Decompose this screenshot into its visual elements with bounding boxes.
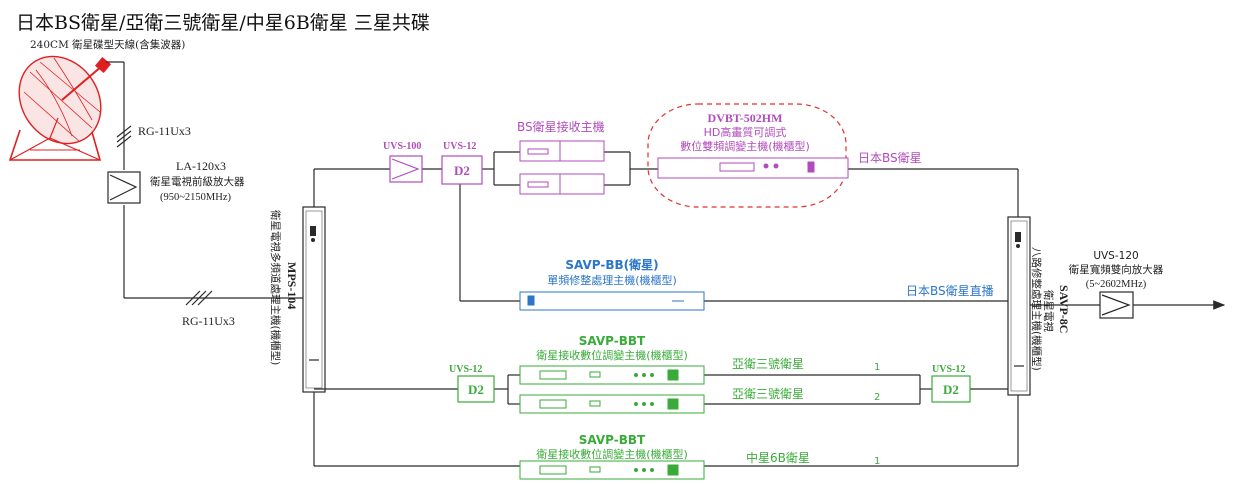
savp-bbt1-unit-2 (519, 394, 705, 414)
savp-bbt1-unit-1 (519, 365, 705, 385)
bs-out-label: 日本BS衛星 (858, 151, 922, 165)
d2-splitter-bbt-left (457, 375, 495, 403)
bbt2-ch-label: 中星6B衛星 (746, 450, 810, 465)
dvbt-highlight (647, 103, 847, 208)
preamp-amplifier-icon (107, 171, 141, 204)
savp-bbt2-unit (519, 460, 705, 480)
bs-receiver-unit-2 (519, 173, 605, 195)
savp-8c-desc-1: 衛星電視 (1042, 290, 1055, 332)
mps-model: MPS-104 (285, 262, 299, 309)
uvs-120-desc: 衛星寬頻雙向放大器 (1069, 263, 1164, 276)
dvbt-desc-2: 數位雙頻調變主機(機櫃型) (680, 139, 810, 153)
uvs-120-model: UVS-120 (1093, 250, 1138, 262)
preamp-desc: 衛星電視前級放大器 (150, 175, 245, 188)
uvs-100-amplifier-icon (389, 155, 423, 183)
savp-bb-out-label: 日本BS衛星直播 (906, 284, 994, 298)
dvbt-unit (657, 157, 849, 179)
dvbt-model: DVBT-502HM (708, 111, 783, 125)
uvs-120-amplifier-icon (1099, 291, 1134, 319)
bbt1-ch1-label: 亞衛三號衛星 (732, 357, 804, 371)
bs-receiver-label: BS衛星接收主機 (517, 119, 605, 134)
savp-8c-brand-logo-icon (1015, 232, 1021, 248)
cable-label-bottom: RG-11Ux3 (182, 314, 235, 328)
uvs-12-bbt-left-label: UVS-12 (449, 364, 482, 375)
dvbt-desc-1: HD高畫質可調式 (704, 125, 787, 139)
savp-bbt1-model: SAVP-BBT (579, 334, 646, 348)
savp-bb-unit (519, 291, 705, 311)
savp-8c-model: SAVP-8C (1057, 285, 1071, 333)
savp-bb-model: SAVP-BB(衛星) (565, 257, 658, 272)
mps-desc: 衛星電視多頻道處理主機(機櫃型) (269, 210, 282, 365)
d2-splitter-bs (441, 155, 483, 185)
d2-bbt-left-label: D2 (468, 382, 484, 397)
bs-receiver-unit-1 (519, 140, 605, 162)
savp-bbt2-desc: 衛星接收數位調變主機(機櫃型) (536, 447, 688, 461)
savp-8c-desc-2: 八路修整處理主機(機櫃型) (1030, 247, 1043, 371)
d2-splitter-bbt-right (931, 375, 971, 403)
savp-bbt2-model: SAVP-BBT (579, 433, 646, 447)
satellite-dish-icon (8, 55, 112, 161)
page-subtitle: 240CM 衛星碟型天線(含集波器) (30, 39, 186, 51)
page-title: 日本BS衛星/亞衛三號衛星/中星6B衛星 三星共碟 (16, 12, 430, 34)
savp-bb-desc: 單頻修整處理主機(機櫃型) (547, 273, 677, 287)
savp-bbt1-desc: 衛星接收數位調變主機(機櫃型) (536, 348, 688, 362)
cable-label-top: RG-11Ux3 (138, 124, 191, 138)
uvs-100-label: UVS-100 (383, 141, 421, 152)
uvs-12-bs-label: UVS-12 (443, 141, 476, 152)
uvs-12-bbt-right-label: UVS-12 (932, 364, 965, 375)
preamp-model: LA-120x3 (176, 159, 226, 173)
uvs-120-range: (5~2602MHz) (1086, 279, 1147, 290)
bbt1-ch1-num: 1 (874, 362, 880, 373)
bbt1-ch2-label: 亞衛三號衛星 (732, 387, 804, 401)
bbt1-ch2-num: 2 (874, 392, 880, 403)
preamp-range: (950~2150MHz) (160, 192, 232, 203)
bbt2-ch-num: 1 (874, 456, 880, 467)
savp-8c-unit (1007, 216, 1031, 396)
mps-104-unit (302, 206, 326, 393)
d2-bs-label: D2 (454, 163, 470, 178)
d2-bbt-right-label: D2 (943, 382, 959, 397)
mps-brand-logo-icon (310, 226, 316, 242)
